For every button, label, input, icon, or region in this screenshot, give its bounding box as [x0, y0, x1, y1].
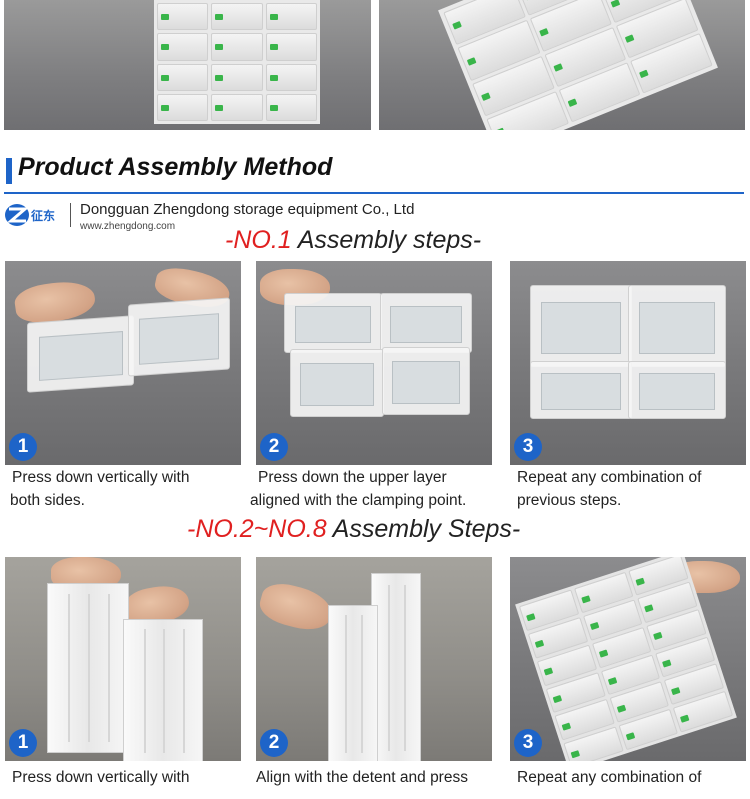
company-website: www.zhengdong.com [80, 221, 176, 232]
company-logo: 征东 [4, 201, 64, 229]
logo-divider [70, 203, 71, 227]
step-image-3: 3 [510, 261, 746, 465]
step-caption: Repeat any combination of [517, 769, 702, 786]
step-caption: Press down vertically with [12, 769, 190, 786]
product-photo-left [4, 0, 371, 130]
assembly-heading-no2-no8: -NO.2~NO.8 Assembly Steps- [187, 515, 521, 543]
step-image-5: 2 [256, 557, 492, 761]
step-caption: Repeat any combination of previous steps… [517, 469, 702, 509]
step-number-badge: 1 [9, 433, 37, 461]
assembly-heading-no1: -NO.1 Assembly steps- [225, 226, 482, 254]
step-image-1: 1 [5, 261, 241, 465]
step-image-4: 1 [5, 557, 241, 761]
section-divider [4, 192, 744, 194]
step-number-badge: 3 [514, 729, 542, 757]
step-number-badge: 3 [514, 433, 542, 461]
step-caption: Align with the detent and press [256, 769, 468, 786]
section-accent-bar [6, 158, 12, 184]
product-photo-right [379, 0, 745, 130]
tilted-drawer-stack-image [438, 0, 718, 130]
step-caption: Press down vertically with both sides. [10, 469, 190, 509]
step-image-6: 3 [510, 557, 746, 761]
svg-text:征东: 征东 [31, 208, 55, 223]
drawer-stack-image [154, 0, 320, 124]
section-title: Product Assembly Method [18, 153, 333, 181]
step-caption: Press down the upper layer aligned with … [250, 469, 467, 509]
heading-red-label: NO.1 [233, 226, 292, 254]
step-image-2: 2 [256, 261, 492, 465]
step-number-badge: 2 [260, 433, 288, 461]
step-number-badge: 1 [9, 729, 37, 757]
step-number-badge: 2 [260, 729, 288, 757]
heading-red-label: NO.2~NO.8 [195, 515, 327, 543]
company-name: Dongguan Zhengdong storage equipment Co.… [80, 201, 415, 218]
